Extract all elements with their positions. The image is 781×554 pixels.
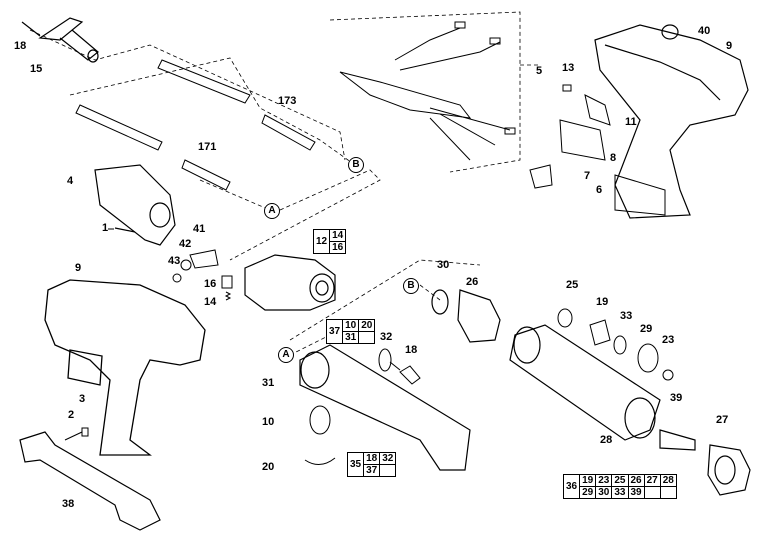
kit-box-35-main: 35 — [346, 452, 365, 477]
label-27: 27 — [716, 414, 729, 426]
label-20: 20 — [262, 461, 275, 473]
label-15: 15 — [30, 63, 43, 75]
label-5: 5 — [536, 65, 543, 77]
kit-box-36-item: 19 — [579, 474, 597, 487]
kit-box-12-main: 12 — [312, 229, 331, 254]
label-23: 23 — [662, 334, 675, 346]
nut-parts — [431, 289, 501, 343]
label-16: 16 — [204, 278, 217, 290]
gearbox-part — [244, 254, 336, 311]
label-38: 38 — [62, 498, 75, 510]
small-parts — [172, 249, 233, 301]
kit-box-12-item: 14 — [329, 229, 347, 242]
switch-parts — [529, 84, 666, 216]
kit-box-36-item: 33 — [611, 486, 629, 499]
kit-box-37: 37 10 20 31 — [325, 319, 376, 344]
label-4: 4 — [67, 175, 74, 187]
label-11: 11 — [625, 116, 637, 128]
kit-box-36-item: 30 — [595, 486, 613, 499]
kit-box-12: 12 14 16 — [312, 229, 347, 254]
kit-box-37-item: 20 — [358, 319, 376, 332]
kit-box-35-item: 37 — [363, 464, 381, 477]
label-42: 42 — [179, 238, 192, 250]
label-7: 7 — [584, 170, 591, 182]
kit-box-35-item: 18 — [363, 452, 381, 465]
tube-part — [509, 324, 661, 441]
kit-box-37-main: 37 — [325, 319, 344, 344]
kit-box-36-item: 27 — [643, 474, 661, 487]
label-18-mid: 18 — [405, 344, 418, 356]
ref-circle-B-top: B — [348, 157, 364, 173]
side-handle-part — [21, 17, 99, 63]
housing-half-part — [594, 24, 749, 219]
label-29: 29 — [640, 323, 653, 335]
label-41: 41 — [193, 223, 206, 235]
kit-box-36-item: 25 — [611, 474, 629, 487]
label-13: 13 — [562, 62, 575, 74]
motor-part — [94, 164, 176, 246]
label-6: 6 — [596, 184, 603, 196]
label-31: 31 — [262, 377, 275, 389]
kit-box-36-main: 36 — [562, 474, 581, 499]
cartridge-barrel-part — [299, 344, 471, 471]
kit-box-12-item: 16 — [329, 241, 347, 254]
label-173: 173 — [278, 95, 297, 107]
kit-box-35-item: 32 — [379, 452, 397, 465]
wrench-part — [19, 431, 161, 531]
label-2: 2 — [68, 409, 75, 421]
end-nut-part — [707, 444, 751, 496]
label-33: 33 — [620, 310, 633, 322]
kit-box-36: 36 19 23 25 26 27 28 29 30 33 39 — [562, 474, 677, 499]
label-26: 26 — [466, 276, 479, 288]
label-19: 19 — [596, 296, 609, 308]
kit-box-37-item: 31 — [342, 331, 360, 344]
label-43: 43 — [168, 255, 181, 267]
label-18-top: 18 — [14, 40, 27, 52]
kit-box-36-item: 23 — [595, 474, 613, 487]
seal-parts — [557, 308, 674, 381]
ref-circle-B-mid: B — [403, 278, 419, 294]
ref-circle-A-mid: A — [278, 347, 294, 363]
label-28: 28 — [600, 434, 613, 446]
kit-box-36-item: 29 — [579, 486, 597, 499]
label-1: 1 — [102, 222, 109, 234]
dashed-leader-lines — [29, 11, 540, 356]
label-30: 30 — [437, 259, 450, 271]
label-8: 8 — [610, 152, 617, 164]
plunger-parts — [378, 348, 421, 385]
kit-box-37-item: 10 — [342, 319, 360, 332]
nozzle-part — [659, 429, 696, 451]
label-3: 3 — [79, 393, 86, 405]
kit-box-36-item: 39 — [627, 486, 645, 499]
label-10: 10 — [262, 416, 275, 428]
label-9-left: 9 — [75, 262, 82, 274]
label-9-top: 9 — [726, 40, 733, 52]
label-25: 25 — [566, 279, 579, 291]
ref-circle-A-top: A — [264, 203, 280, 219]
label-32: 32 — [380, 331, 393, 343]
label-39: 39 — [670, 392, 683, 404]
wiring-harness-part — [339, 21, 516, 161]
kit-box-36-item: 26 — [627, 474, 645, 487]
kit-box-35: 35 18 32 37 — [346, 452, 397, 477]
screw-part — [64, 427, 89, 441]
rack-parts — [75, 59, 316, 191]
label-14: 14 — [204, 296, 217, 308]
label-171: 171 — [198, 141, 217, 153]
tool-housing-part — [44, 279, 206, 456]
piston-parts — [304, 405, 336, 465]
kit-box-36-item: 28 — [659, 474, 677, 487]
label-40: 40 — [698, 25, 711, 37]
